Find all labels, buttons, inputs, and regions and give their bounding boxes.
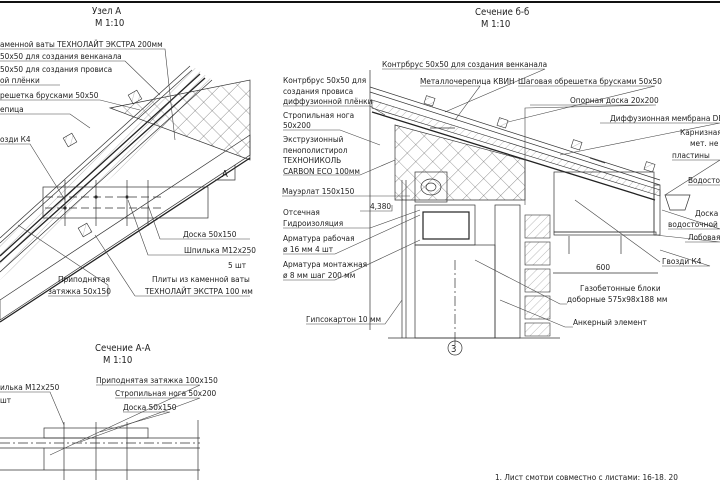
blocks-label: доборные 575х98х188 мм [567,294,667,304]
stud-qty-label: 5 шт [228,260,247,270]
section-marker [215,165,236,181]
dimension-600: 600 [596,262,610,272]
stud-label: Шпилька М12х250 [184,245,256,255]
blocks-label: Газобетонные блоки [580,283,661,293]
drywall-label: Гипсокартон 10 мм [306,314,381,324]
mauerlat-label: Мауэрлат 150х150 [282,186,355,196]
node-a-label: аменной ваты ТЕХНОЛАЙТ ЭКСТРА 200мм [0,38,163,49]
level-mark: 4,380 [370,201,391,211]
rafter-label: Стропильная нога [283,110,354,120]
node-a-label: 50х50 для создания венканала [0,51,122,61]
gutter-board-label: Доска [695,208,718,218]
node-a-title: Узел А [92,6,121,17]
section-66-scale: М 1:10 [481,19,510,30]
tie-label: Приподнятая [58,274,110,284]
battens-label: Шаговая обрешетка брусками 50х50 [518,76,662,86]
section-aa-scale: М 1:10 [103,355,132,366]
tie-label: затяжка 50х150 [48,286,111,296]
axis-marker [447,340,463,356]
eaves-label: мет. не [690,138,719,148]
eaves-label: Карнизная [680,127,720,137]
damp-label: Гидроизоляция [283,218,343,228]
xps-label: пенополистирол [283,145,348,155]
anchor-label: Анкерный элемент [573,317,647,327]
axis-label: 3 [451,344,456,355]
gutter-board-label: водосточной с [668,219,720,229]
nails-label: Гвозди К4 [662,256,702,266]
section-marker-label: А [222,169,228,180]
aa-board-label: Доска 50х150 [123,402,177,412]
section-66-title: Сечение б-б [475,7,529,18]
section-6-6: Сечение б-б М 1:10 [282,7,720,356]
node-a-label: решетка брусками 50х50 [0,90,99,100]
aa-rafter-label: Стропильная нога 50х200 [115,388,217,398]
node-a: Узел А М 1:10 А [0,6,256,323]
node-a-label: ой плёнки [0,75,40,85]
rebar-mount-label: Арматура монтажная [283,259,367,269]
metal-tile-label: Металлочерепица КВИН [420,76,515,86]
node-a-scale: М 1:10 [95,18,124,29]
xps-label: Экструзионный [283,134,344,144]
rebar-mount-label: ø 8 мм шаг 200 мм [283,270,355,280]
node-a-label: озди К4 [0,134,31,144]
counterbar-sag-label: диффузионной плёнки [283,96,373,106]
support-board-label: Опорная доска 20х200 [570,95,659,105]
fascia-label: Лобовая [688,232,720,242]
aa-stud-qty-label: шт [0,395,12,405]
rebar-work-label: Арматура рабочая [283,233,355,243]
rebar-work-label: ø 16 мм 4 шт [283,244,334,254]
membrane-label: Диффузионная мембрана DEL [610,113,720,123]
raised-tie-beam [42,186,209,219]
rafter-label: 50х200 [283,120,311,130]
counterbar-vent-label: Контрбрус 50х50 для создания венканала [382,59,547,69]
gutter [664,194,691,211]
xps-label: CARBON ECO 100мм [283,166,360,176]
aa-tie-label: Приподнятая затяжка 100х150 [96,375,218,385]
section-aa-title: Сечение А-А [95,343,151,354]
mauerlat [414,171,448,203]
aa-stud-label: илька М12х250 [0,382,60,392]
gutter-label: Водосто [688,175,720,185]
sheet-note: 1. Лист смотри совместно с листами: 16-1… [495,472,678,480]
node-a-label: епица [0,104,24,114]
counterbar-sag-label: Контрбрус 50х50 для [283,75,366,85]
plates-label: Плиты из каменной ваты [152,274,250,284]
eaves-label: пластины [672,150,710,160]
plates-label: ТЕХНОЛАЙТ ЭКСТРА 100 мм [144,285,253,296]
node-a-label: 50х50 для создания провиса [0,64,112,74]
xps-label: ТЕХНОНИКОЛЬ [282,155,341,165]
section-a-a: Сечение А-А М 1:10 Приподнятая затяжка 1… [0,343,218,480]
damp-label: Отсечная [283,207,320,217]
counterbar-sag-label: создания провиса [283,86,353,96]
board-label: Доска 50х150 [183,229,237,239]
